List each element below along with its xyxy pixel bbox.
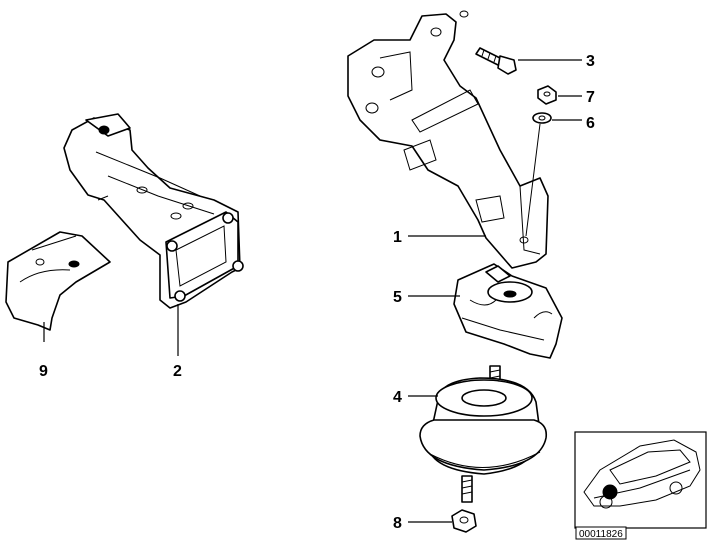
callout-5: 5 <box>393 289 402 306</box>
vehicle-thumbnail[interactable]: 00011826 <box>574 431 707 540</box>
nut-part-8[interactable] <box>451 509 477 533</box>
callout-9: 9 <box>39 363 48 380</box>
diagram-number: 00011826 <box>579 529 623 540</box>
washer-part-6[interactable] <box>532 112 552 124</box>
engine-bracket-part-1[interactable] <box>347 10 549 269</box>
bolt-part-3[interactable] <box>475 47 517 75</box>
nut-part-7[interactable] <box>537 85 557 105</box>
assembly-line <box>525 123 541 237</box>
callout-3: 3 <box>586 53 595 70</box>
rubber-mount-part-5[interactable] <box>453 263 563 359</box>
callout-labels: 1 2 3 4 5 6 7 8 9 <box>39 53 595 532</box>
engine-mount-part-4[interactable] <box>419 365 548 503</box>
location-marker-icon <box>602 484 618 500</box>
heat-shield-part-9[interactable] <box>5 231 111 331</box>
callout-6: 6 <box>586 115 595 132</box>
callout-2: 2 <box>173 363 182 380</box>
callout-1: 1 <box>393 229 402 246</box>
support-bracket-part-2[interactable] <box>63 113 244 309</box>
callout-4: 4 <box>393 389 402 406</box>
leader-lines <box>43 59 582 523</box>
callout-7: 7 <box>586 89 595 106</box>
callout-8: 8 <box>393 515 402 532</box>
